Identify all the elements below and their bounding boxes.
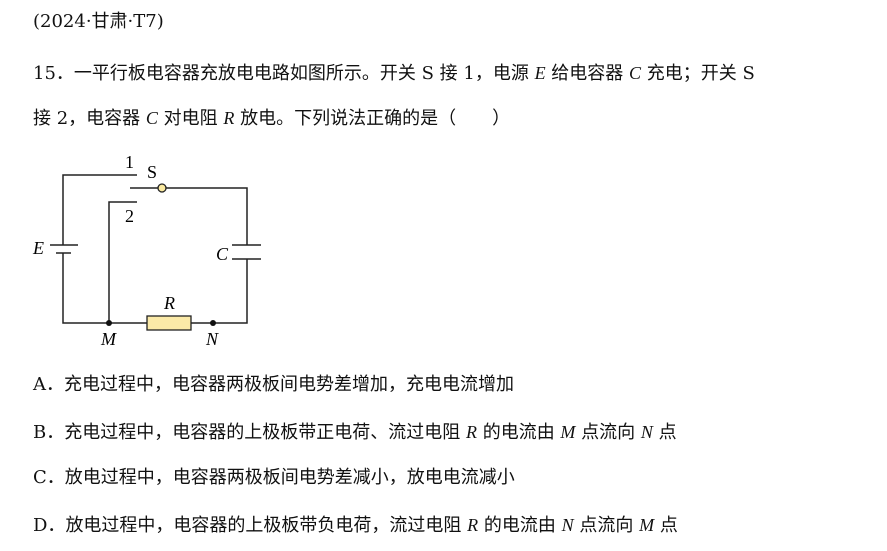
svg-text:R: R (163, 293, 175, 313)
option-c[interactable]: C．放电过程中，电容器两极板间电势差减小，放电电流减小 (33, 467, 515, 488)
source-label: (2024·甘肃·T7) (33, 11, 164, 32)
svg-text:1: 1 (125, 152, 134, 172)
switch-pivot (157, 183, 167, 193)
question-line-2: 接 2，电容器 C 对电阻 R 放电。下列说法正确的是（ ） (33, 108, 511, 129)
option-b[interactable]: B．充电过程中，电容器的上极板带正电荷、流过电阻 R 的电流由 M 点流向 N … (33, 422, 677, 443)
svg-text:2: 2 (125, 206, 134, 226)
option-d[interactable]: D．放电过程中，电容器的上极板带负电荷，流过电阻 R 的电流由 N 点流向 M … (33, 515, 678, 536)
svg-text:C: C (216, 244, 229, 264)
svg-text:E: E (32, 238, 44, 258)
option-a[interactable]: A．充电过程中，电容器两极板间电势差增加，充电电流增加 (33, 374, 514, 395)
question-line-1: 15．一平行板电容器充放电电路如图所示。开关 S 接 1，电源 E 给电容器 C… (33, 63, 755, 84)
svg-text:N: N (205, 329, 219, 349)
resistor (146, 315, 192, 331)
svg-text:M: M (100, 329, 117, 349)
svg-text:S: S (147, 162, 157, 182)
